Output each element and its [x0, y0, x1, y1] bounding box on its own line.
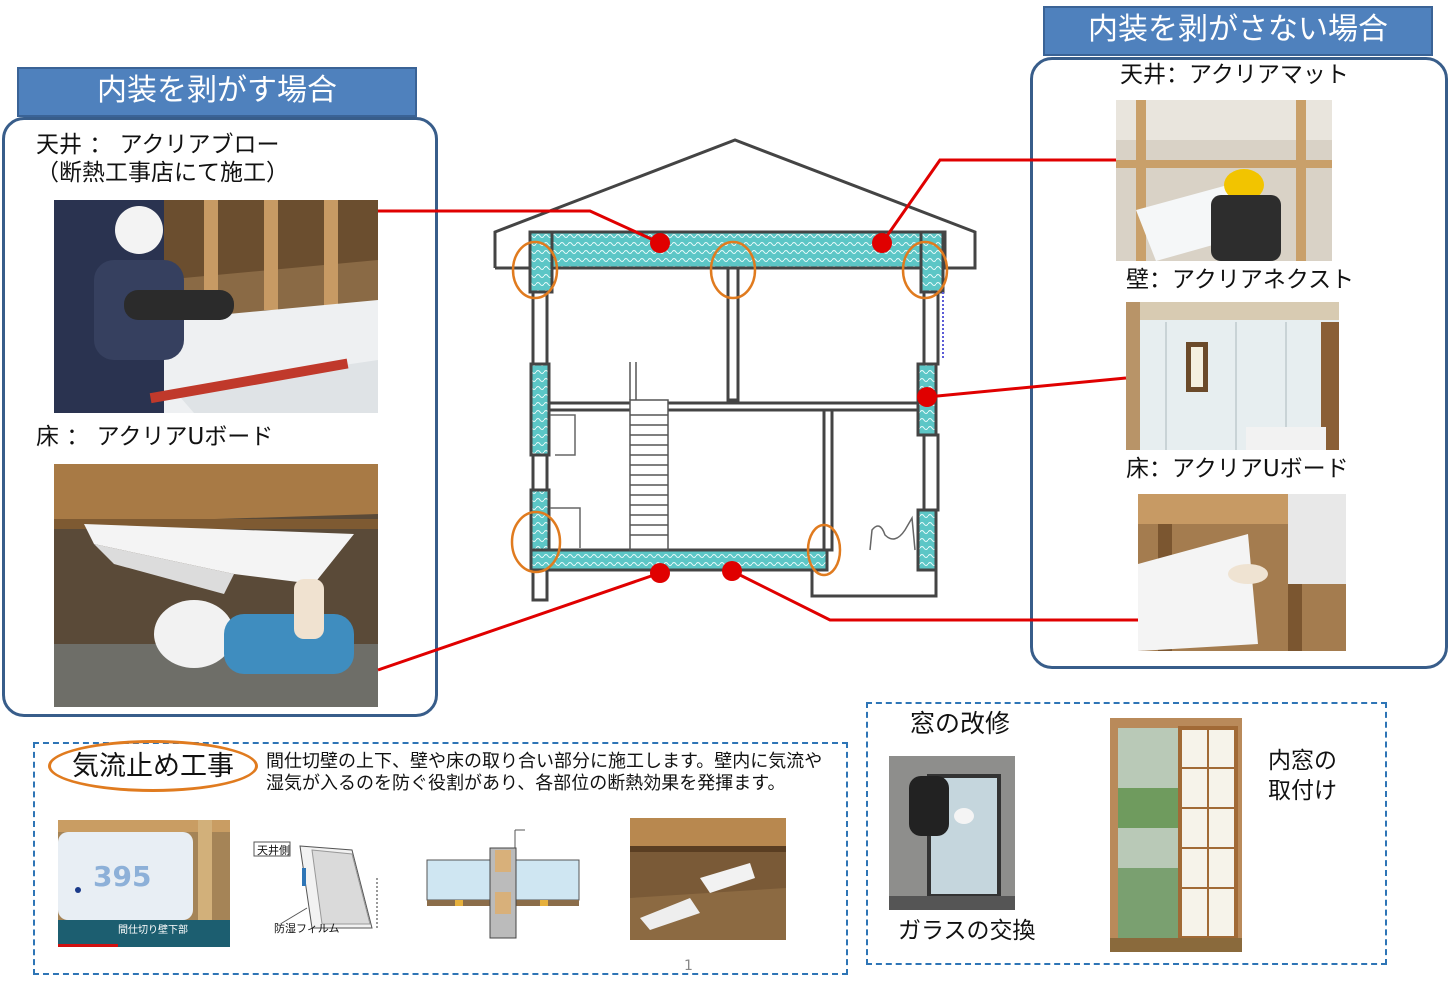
wall-insulation-upper-left — [529, 362, 551, 457]
ceiling-mat-photo — [1116, 100, 1332, 261]
leader-dot — [872, 233, 892, 253]
wall-insulation-lower-right — [916, 508, 938, 572]
airflow-stop-section — [33, 742, 848, 975]
wall-next-photo — [1126, 302, 1339, 450]
leader-dot — [722, 561, 742, 581]
right-ceiling-label: 天井：アクリアマット — [1120, 62, 1349, 88]
glass-replacement-photo — [889, 756, 1015, 910]
right-panel — [1030, 57, 1448, 669]
underfloor-board-photo — [54, 464, 378, 707]
right-floor-label: 床：アクリアUボード — [1126, 456, 1349, 482]
leader-dot — [650, 563, 670, 583]
window-renovation-title: 窓の改修 — [910, 709, 1011, 738]
floor-board-photo — [1138, 494, 1346, 651]
left-floor-label: 床 ： アクリアUボード — [36, 424, 274, 450]
page-number: 1 — [684, 958, 693, 974]
airflow-stop-points — [510, 240, 949, 577]
leader-dot — [650, 233, 670, 253]
leader-dot — [917, 387, 937, 407]
right-panel-title: 内装を剥がさない場合 — [1043, 6, 1433, 56]
left-panel — [2, 117, 438, 717]
staircase — [629, 362, 669, 551]
partition-photo-caption: 間仕切り壁下部 — [118, 925, 188, 936]
right-wall-label: 壁：アクリアネクスト — [1126, 267, 1355, 293]
wall-joint-diagram — [425, 828, 585, 943]
partition-wall-photo: 395 間仕切り壁下部 — [58, 820, 230, 947]
vapor-film-label: 防湿フィルム — [274, 922, 340, 935]
room-fixtures — [550, 414, 916, 551]
ceiling-side-diagram: 天井側 防湿フィルム — [252, 838, 382, 938]
attic-blowing-photo — [54, 200, 378, 413]
left-ceiling-label: 天井 ： アクリアブロー — [36, 132, 280, 158]
left-panel-title: 内装を剥がす場合 — [17, 67, 417, 117]
floor-insulation — [529, 548, 829, 572]
window-renovation-section — [866, 702, 1387, 965]
airflow-stop-photo — [630, 818, 786, 940]
airflow-stop-description: 間仕切壁の上下、壁や床の取り合い部分に施工します。壁内に気流や湿気が入るのを防ぐ… — [266, 751, 823, 794]
inner-window-photo — [1110, 718, 1242, 952]
ceiling-side-label: 天井側 — [257, 844, 290, 857]
left-ceiling-note: （断熱工事店にて施工） — [36, 160, 289, 186]
inner-window-caption-1: 内窓の — [1268, 748, 1337, 774]
inner-window-caption-2: 取付け — [1268, 778, 1337, 804]
partition-photo-number: 395 — [93, 860, 152, 893]
airflow-stop-title: 気流止め工事 — [48, 740, 258, 792]
glass-replacement-caption: ガラスの交換 — [898, 918, 1036, 944]
